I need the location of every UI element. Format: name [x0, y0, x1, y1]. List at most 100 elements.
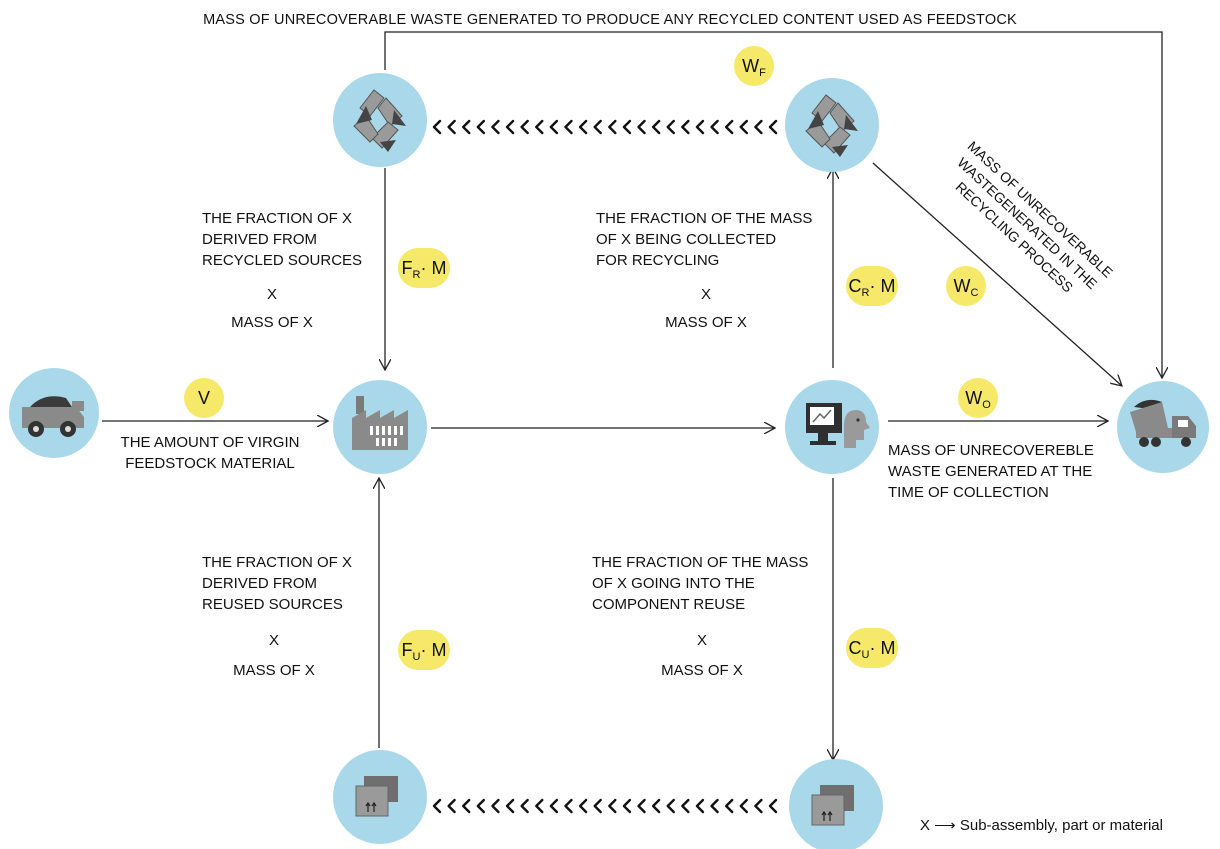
- mining-truck-node: [9, 368, 99, 458]
- chevron-mark: [520, 798, 529, 814]
- fr-line1: THE FRACTION OF X: [202, 210, 352, 227]
- v-badge-main: V: [197, 388, 210, 408]
- cr-badge-main: C: [848, 276, 862, 296]
- dump-truck-icon: [1130, 399, 1196, 447]
- chevron-mark: [462, 119, 471, 135]
- wc-badge-main: W: [953, 276, 971, 296]
- chevron-mark: [608, 119, 617, 135]
- fu-description: THE FRACTION OF X DERIVED FROM REUSED SO…: [202, 552, 352, 615]
- chevron-mark: [608, 798, 617, 814]
- fu-badge: FU· M: [398, 630, 450, 670]
- wo-badge: WO: [958, 378, 998, 418]
- chevron-mark: [476, 119, 486, 135]
- fr-badge-suffix: · M: [420, 258, 447, 278]
- landfill-node: [1117, 381, 1209, 473]
- wo-description: MASS OF UNRECOVEREBLE WASTE GENERATED AT…: [888, 440, 1094, 503]
- chevron-mark: [462, 798, 471, 814]
- cu-mass: MASS OF X: [661, 662, 743, 679]
- chevron-mark: [535, 798, 544, 814]
- chevron-mark: [578, 798, 588, 814]
- chevron-mark: [710, 119, 719, 135]
- fr-mass: MASS OF X: [231, 314, 313, 331]
- recycle-icon: [805, 94, 858, 157]
- v-description: THE AMOUNT OF VIRGIN FEEDSTOCK MATERIAL: [100, 432, 320, 474]
- wf-badge-main: W: [742, 56, 760, 76]
- chevron-mark: [695, 798, 705, 814]
- fr-badge-main: F: [401, 258, 413, 278]
- chevron-mark: [710, 798, 719, 814]
- cr-line2: OF X BEING COLLECTED: [596, 231, 777, 248]
- recycle-icon: [353, 89, 406, 152]
- chevron-mark: [666, 119, 675, 135]
- chevron-mark: [564, 798, 573, 814]
- recycle-chevron-train: [432, 119, 778, 135]
- chevron-mark: [476, 798, 486, 814]
- wo-line3: TIME OF COLLECTION: [888, 484, 1049, 501]
- chevron-mark: [768, 119, 778, 135]
- chevron-mark: [520, 119, 529, 135]
- fu-line2: DERIVED FROM: [202, 575, 318, 592]
- chevron-mark: [622, 119, 632, 135]
- chevron-mark: [505, 119, 515, 135]
- wf-badge: WF: [734, 46, 774, 86]
- chevron-mark: [681, 119, 690, 135]
- chevron-mark: [432, 798, 442, 814]
- cr-line3: FOR RECYCLING: [596, 252, 720, 269]
- cr-mass: MASS OF X: [665, 314, 747, 331]
- v-badge: V: [184, 378, 224, 418]
- v-line1: THE AMOUNT OF VIRGIN: [120, 434, 300, 451]
- fr-line3: RECYCLED SOURCES: [202, 252, 363, 269]
- chevron-mark: [549, 798, 559, 814]
- wf-loop-line: [384, 31, 1162, 378]
- user-node: [785, 380, 879, 474]
- fu-line1: THE FRACTION OF X: [202, 554, 352, 571]
- wc-badge-sub: C: [970, 287, 979, 299]
- cu-line3: COMPONENT REUSE: [592, 596, 746, 613]
- cu-badge-sub: U: [861, 649, 870, 661]
- cu-description: THE FRACTION OF THE MASS OF X GOING INTO…: [592, 552, 808, 615]
- cr-badge: CR· M: [846, 266, 898, 306]
- fu-line3: REUSED SOURCES: [202, 596, 343, 613]
- chevron-mark: [622, 798, 632, 814]
- chevron-mark: [549, 119, 559, 135]
- chevron-mark: [651, 798, 661, 814]
- chevron-mark: [447, 119, 456, 135]
- chevron-mark: [754, 798, 763, 814]
- cu-badge-suffix: · M: [869, 638, 896, 658]
- chevron-mark: [637, 119, 646, 135]
- cu-badge-main: C: [848, 638, 862, 658]
- cu-line1: THE FRACTION OF THE MASS: [592, 554, 809, 571]
- chevron-mark: [739, 798, 748, 814]
- fu-badge-sub: U: [412, 651, 421, 663]
- fu-mass: MASS OF X: [233, 662, 315, 679]
- fr-line2: DERIVED FROM: [202, 231, 318, 248]
- fu-badge-suffix: · M: [420, 640, 447, 660]
- chevron-mark: [505, 798, 515, 814]
- wf-badge-sub: F: [759, 67, 766, 79]
- factory-node: [333, 380, 427, 474]
- wc-badge: WC: [946, 266, 986, 306]
- cu-times: X: [696, 632, 707, 649]
- recycle-node-left: [333, 73, 427, 167]
- factory-icon: [352, 396, 408, 450]
- chevron-mark: [637, 798, 646, 814]
- chevron-mark: [651, 119, 661, 135]
- chevron-mark: [724, 119, 734, 135]
- cr-line1: THE FRACTION OF THE MASS: [596, 210, 813, 227]
- boxes-icon: [355, 776, 398, 817]
- wo-badge-main: W: [965, 388, 983, 408]
- boxes-icon: [811, 785, 854, 826]
- chevron-mark: [564, 119, 573, 135]
- cr-times: X: [700, 286, 711, 303]
- chevron-mark: [535, 119, 544, 135]
- recycle-node-right: [785, 78, 879, 172]
- chevron-mark: [695, 119, 705, 135]
- fr-badge-sub: R: [412, 269, 421, 281]
- chevron-mark: [593, 119, 602, 135]
- chevron-mark: [593, 798, 602, 814]
- reuse-node-right: [789, 759, 883, 849]
- fu-badge-main: F: [401, 640, 413, 660]
- reuse-chevron-train: [432, 798, 778, 814]
- fr-times: X: [266, 286, 277, 303]
